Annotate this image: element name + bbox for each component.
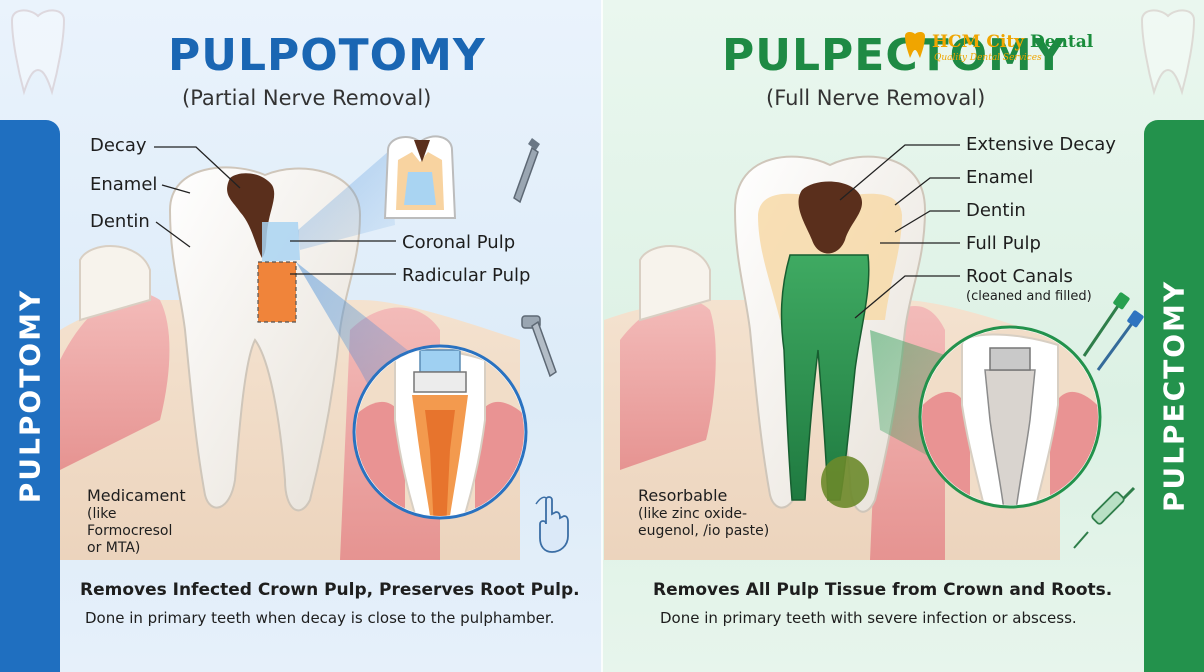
syringe-icon	[1073, 486, 1136, 549]
pulpotomy-side-tab-label: PULPOTOMY	[13, 288, 47, 504]
label-decay: Decay	[90, 135, 147, 156]
note-line: Medicament	[87, 486, 186, 505]
pulpectomy-title: PULPECTOMY	[722, 30, 1066, 81]
pulpotomy-leader-lines	[154, 146, 396, 275]
hand-pointer-icon	[535, 496, 569, 553]
label-enamel: Enamel	[90, 174, 158, 195]
pulpectomy-resorbable-note: Resorbable (like zinc oxide- eugenol, /i…	[638, 486, 769, 540]
coronal-inset	[383, 135, 457, 219]
handpiece-icon	[513, 138, 540, 204]
contra-angle-icon	[521, 315, 557, 378]
clinic-logo: HCM City Dental Quality Dental Services	[902, 30, 1093, 66]
label-coronal-pulp: Coronal Pulp	[402, 232, 516, 253]
pulpectomy-caption-main: Removes All Pulp Tissue from Crown and R…	[653, 580, 1113, 600]
note-line: (like zinc oxide-	[638, 506, 748, 522]
note-line: eugenol, /io paste)	[638, 523, 770, 539]
pulpectomy-subtitle: (Full Nerve Removal)	[766, 86, 986, 110]
tooth-logo-icon	[905, 31, 925, 58]
pulpectomy-caption-sub: Done in primary teeth with severe infect…	[660, 609, 1077, 627]
clinic-name-part1: HCM City	[932, 32, 1030, 52]
note-line: Formocresol	[87, 523, 173, 539]
label-radicular-pulp: Radicular Pulp	[402, 265, 531, 286]
clinic-name-part2: Dental	[1029, 32, 1094, 52]
pulpotomy-medicament-note: Medicament (like Formocresol or MTA)	[87, 486, 186, 557]
panel-divider	[601, 0, 603, 672]
pulpectomy-side-tab: PULPECTOMY	[1144, 120, 1204, 672]
endo-file-icon	[1082, 292, 1144, 371]
label-root-canals: Root Canals	[966, 266, 1073, 287]
pulpectomy-leader-lines	[839, 144, 960, 319]
label-dentin: Dentin	[966, 200, 1026, 221]
corner-tooth-icon	[1140, 9, 1196, 96]
label-full-pulp: Full Pulp	[966, 233, 1041, 254]
pulpotomy-caption-sub: Done in primary teeth when decay is clos…	[85, 609, 555, 627]
pulpotomy-caption-main: Removes Infected Crown Pulp, Preserves R…	[80, 580, 580, 600]
note-line: (like	[87, 506, 117, 522]
pulpectomy-side-tab-label: PULPECTOMY	[1157, 279, 1191, 513]
pulpotomy-circle-inset	[352, 344, 528, 520]
label-dentin: Dentin	[90, 211, 150, 232]
pulpectomy-circle-inset	[918, 325, 1102, 509]
pulpotomy-side-tab: PULPOTOMY	[0, 120, 60, 672]
clinic-tagline: Quality Dental Services	[934, 53, 1042, 63]
corner-tooth-icon	[10, 9, 66, 96]
label-enamel: Enamel	[966, 167, 1034, 188]
pulpotomy-subtitle: (Partial Nerve Removal)	[182, 86, 432, 110]
note-line: or MTA)	[87, 540, 141, 556]
clinic-name: HCM City Dental	[932, 32, 1093, 52]
label-root-canals-note: (cleaned and filled)	[966, 289, 1092, 304]
label-extensive-decay: Extensive Decay	[966, 134, 1116, 155]
note-line: Resorbable	[638, 486, 728, 505]
pulpotomy-title: PULPOTOMY	[168, 30, 486, 81]
